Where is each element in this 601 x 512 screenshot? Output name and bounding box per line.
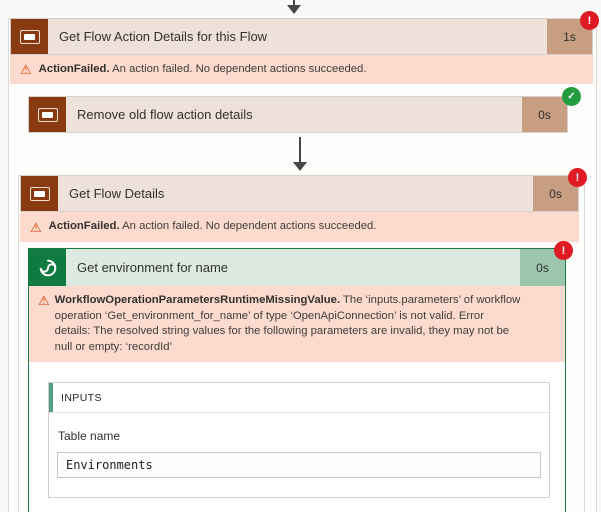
error-message: An action failed. No dependent actions s… [122,220,377,233]
action-card-get-environment-for-name[interactable]: Get environment for name 0s [29,249,565,286]
error-badge-glyph: ! [561,244,566,257]
error-badge-glyph: ! [587,14,592,27]
status-failed-badge: ! [554,241,573,260]
warning-icon: ⚠ [30,219,42,235]
action-error-banner: ⚠ ActionFailed. An action failed. No dep… [20,212,579,242]
error-message: An action failed. No dependent actions s… [112,62,367,75]
action-error-banner: ⚠ WorkflowOperationParametersRuntimeMiss… [29,286,565,362]
action-card-get-flow-action-details[interactable]: Get Flow Action Details for this Flow 1s [10,18,593,55]
status-succeeded-badge: ✓ [562,87,581,106]
power-platform-connector-icon [29,249,66,286]
action-card-remove-old-flow-action-details[interactable]: Remove old flow action details 0s [28,96,568,133]
action-card-get-flow-details[interactable]: Get Flow Details 0s [20,175,579,212]
error-code: WorkflowOperationParametersRuntimeMissin… [54,294,341,306]
warning-icon: ⚠ [20,62,32,77]
status-failed-badge: ! [568,168,587,187]
error-badge-glyph: ! [575,171,580,184]
action-title: Get environment for name [77,260,229,275]
action-title: Remove old flow action details [77,107,253,122]
success-badge-glyph: ✓ [567,91,576,102]
inputs-header: INPUTS [49,383,549,413]
error-code: ActionFailed. [38,62,110,75]
inputs-section-title: INPUTS [61,391,102,404]
dataverse-connector-icon [29,97,66,132]
warning-icon: ⚠ [38,293,50,308]
inputs-section: INPUTS Table name Environments [48,382,550,498]
table-name-label: Table name [58,429,121,443]
action-error-banner: ⚠ ActionFailed. An action failed. No dep… [10,55,593,84]
flow-arrow-icon [293,137,307,171]
dataverse-connector-icon [21,176,58,211]
action-duration: 0s [522,97,567,132]
dataverse-connector-icon [11,19,48,54]
table-name-value[interactable]: Environments [57,452,541,478]
error-code: ActionFailed. [48,220,120,233]
flow-arrow-icon [287,0,301,14]
error-message: The ‘inputs.parameters’ of workflow oper… [54,294,521,353]
status-failed-badge: ! [580,11,599,30]
action-title: Get Flow Details [69,186,165,201]
inputs-accent-bar [49,383,53,412]
action-title: Get Flow Action Details for this Flow [59,29,268,44]
